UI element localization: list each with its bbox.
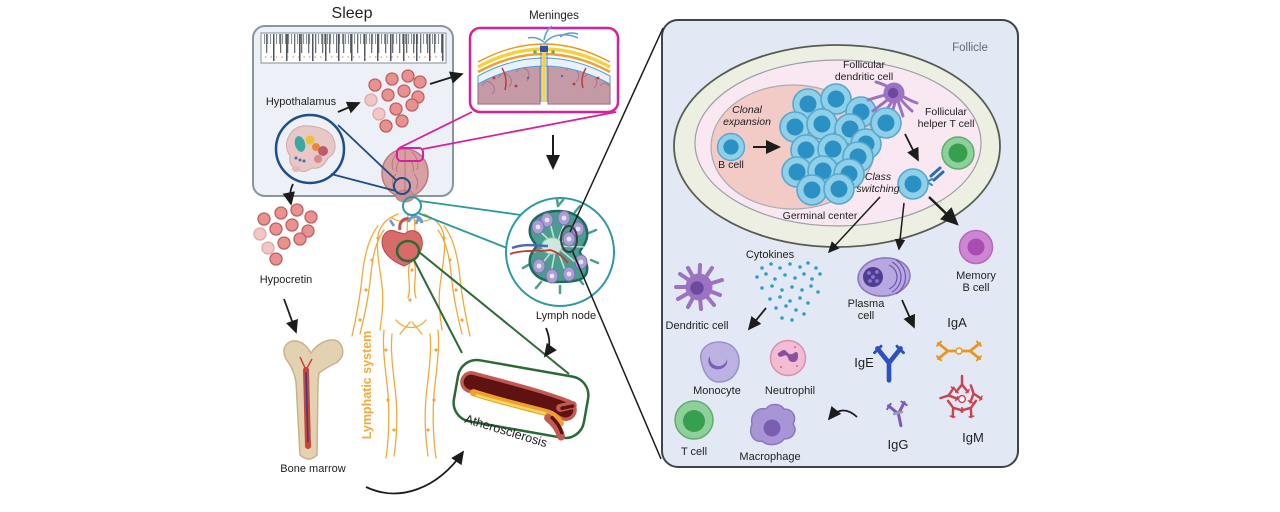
macrophage-icon	[750, 403, 796, 446]
follicle-highlight-oval	[560, 225, 578, 253]
dendritic-cell-label: Dendritic cell	[665, 320, 729, 332]
arrow-bone-to-athero	[365, 450, 465, 495]
arrow-hypocretin-to-bone	[283, 298, 298, 334]
sleep-title: Sleep	[331, 5, 373, 22]
ige-label: IgE	[854, 355, 874, 370]
arrow-to-hypocretin	[282, 183, 295, 206]
heart-callout-oval	[395, 239, 421, 263]
follicle-b-cell	[870, 107, 902, 139]
arrow-lymphnode-to-athero	[543, 327, 557, 358]
iga-antibody-icon	[935, 340, 983, 362]
hypocretin-dots-top	[364, 69, 427, 133]
hypothalamus-label: Hypothalamus	[265, 96, 337, 108]
neutrophil-icon	[769, 339, 807, 377]
follicular-dendritic-cell-icon	[866, 80, 919, 120]
class-switched-b-cell	[897, 168, 929, 200]
hypocretin-label: Hypocretin	[259, 274, 313, 286]
follicular-helper-t-cell-icon	[941, 136, 975, 170]
monocyte-icon	[699, 341, 740, 383]
arrow-to-memory-b-cell	[928, 196, 959, 226]
igm-label: IgM	[962, 430, 984, 445]
cytokines-label: Cytokines	[745, 249, 795, 261]
arrow-plasma-to-antibodies	[901, 299, 916, 329]
lymphnode-callout-lines	[417, 200, 522, 249]
follicle-label: Follicle	[952, 42, 988, 54]
neck-callout-circle	[402, 196, 422, 216]
hypothalamus-callout-lines	[330, 124, 397, 192]
plasma-cell-label: Plasma cell	[847, 298, 885, 323]
memory-b-cell-icon	[958, 229, 994, 265]
t-cell-label: T cell	[680, 446, 708, 458]
follicular-helper-t-cell-label: Follicular helper T cell	[917, 106, 975, 130]
hypnogram-icon	[260, 32, 447, 64]
igg-label: IgG	[887, 437, 909, 452]
neutrophil-label: Neutrophil	[764, 385, 816, 397]
hypothalamus-callout-circle	[393, 177, 411, 195]
follicular-dendritic-cell-label: Follicular dendritic cell	[834, 59, 894, 83]
b-cell-label: B cell	[718, 159, 744, 171]
clonal-expansion-label: Clonal expansion	[723, 104, 771, 128]
igm-antibody-icon	[936, 374, 985, 420]
arrow-to-plasma-cell	[894, 202, 906, 251]
meninges-label: Meninges	[529, 10, 579, 22]
b-cell	[716, 132, 746, 162]
cytokines-icon	[755, 261, 822, 322]
memory-b-cell-label: Memory B cell	[956, 270, 996, 295]
arrow-igg-to-macrophage	[827, 405, 858, 421]
igg-antibody-icon	[884, 399, 913, 430]
t-cell-icon	[674, 400, 714, 440]
dendritic-cell-icon	[674, 263, 724, 311]
arrow-to-cytokines	[827, 196, 881, 254]
bone-marrow-icon	[283, 339, 344, 460]
meninges-callout-lines	[398, 111, 617, 150]
heart-icon	[381, 215, 424, 267]
lymphatic-system-label: Lymphatic system	[360, 330, 374, 440]
lymph-node-label: Lymph node	[535, 310, 597, 322]
meninges-box	[468, 25, 620, 114]
arrow-cytokines-to-cells	[747, 307, 767, 331]
panel-callout-lines	[569, 27, 664, 460]
hypocretin-dots	[253, 203, 318, 266]
artery-art	[460, 371, 577, 441]
class-switching-label: Class switching	[856, 171, 900, 195]
meninges-callout-rect	[396, 147, 424, 162]
hypothalamus-inset	[274, 113, 346, 185]
arrow-hypothalamus-to-dots	[337, 101, 361, 114]
arrow-dots-to-meninges	[429, 71, 464, 85]
plasma-cell-icon	[857, 257, 911, 297]
germinal-center-label: Germinal center	[782, 210, 858, 222]
atherosclerosis-box	[452, 358, 590, 441]
arrow-to-class-switching	[904, 133, 919, 162]
iga-label: IgA	[947, 315, 967, 330]
lymph-node-inset	[505, 197, 615, 307]
bone-marrow-label: Bone marrow	[280, 463, 346, 475]
monocyte-label: Monocyte	[693, 385, 741, 397]
macrophage-label: Macrophage	[739, 451, 801, 463]
meninges-art	[477, 25, 611, 105]
